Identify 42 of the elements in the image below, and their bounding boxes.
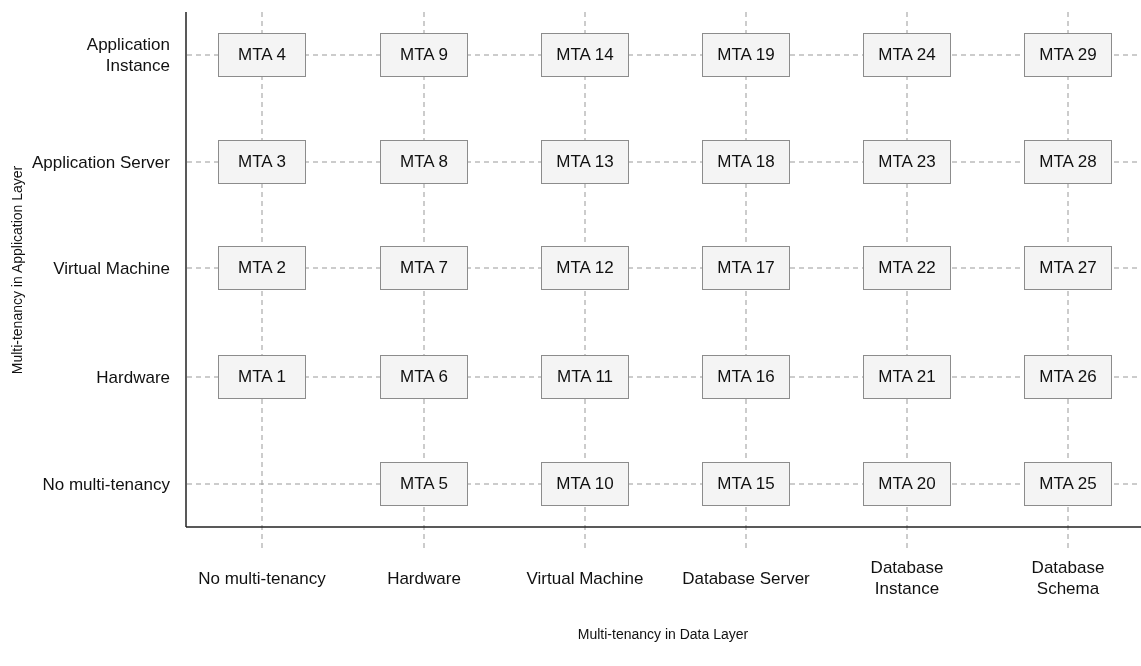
process-box: MTA 3 (218, 140, 306, 184)
column-label: Database Schema (1030, 557, 1106, 599)
process-box: MTA 15 (702, 462, 790, 506)
process-box: MTA 21 (863, 355, 951, 399)
column-label: Hardware (386, 567, 462, 589)
process-box: MTA 27 (1024, 246, 1112, 290)
process-box: MTA 13 (541, 140, 629, 184)
column-label: Database Server (681, 567, 811, 589)
process-box: MTA 23 (863, 140, 951, 184)
process-box: MTA 25 (1024, 462, 1112, 506)
column-label: Virtual Machine (525, 567, 645, 589)
column-label: No multi-tenancy (197, 567, 327, 589)
process-box: MTA 20 (863, 462, 951, 506)
row-label: Application Server (31, 151, 170, 173)
process-box: MTA 6 (380, 355, 468, 399)
process-box: MTA 4 (218, 33, 306, 77)
axis-title: Multi-tenancy in Data Layer (577, 624, 749, 644)
process-box: MTA 24 (863, 33, 951, 77)
process-box: MTA 19 (702, 33, 790, 77)
process-box: MTA 18 (702, 140, 790, 184)
process-box: MTA 10 (541, 462, 629, 506)
process-box: MTA 5 (380, 462, 468, 506)
process-box: MTA 28 (1024, 140, 1112, 184)
process-box: MTA 29 (1024, 33, 1112, 77)
process-box: MTA 2 (218, 246, 306, 290)
process-box: MTA 17 (702, 246, 790, 290)
axis-title: Multi-tenancy in Application Layer (7, 165, 26, 375)
process-box: MTA 8 (380, 140, 468, 184)
process-box: MTA 7 (380, 246, 468, 290)
process-box: MTA 22 (863, 246, 951, 290)
row-label: Hardware (95, 366, 170, 388)
row-label: No multi-tenancy (41, 473, 170, 495)
process-box: MTA 9 (380, 33, 468, 77)
process-box: MTA 11 (541, 355, 629, 399)
process-box: MTA 14 (541, 33, 629, 77)
process-box: MTA 26 (1024, 355, 1112, 399)
process-box: MTA 1 (218, 355, 306, 399)
row-label: Application Instance (85, 34, 170, 76)
process-box: MTA 16 (702, 355, 790, 399)
process-box: MTA 12 (541, 246, 629, 290)
column-label: Database Instance (869, 557, 945, 599)
row-label: Virtual Machine (52, 257, 170, 279)
